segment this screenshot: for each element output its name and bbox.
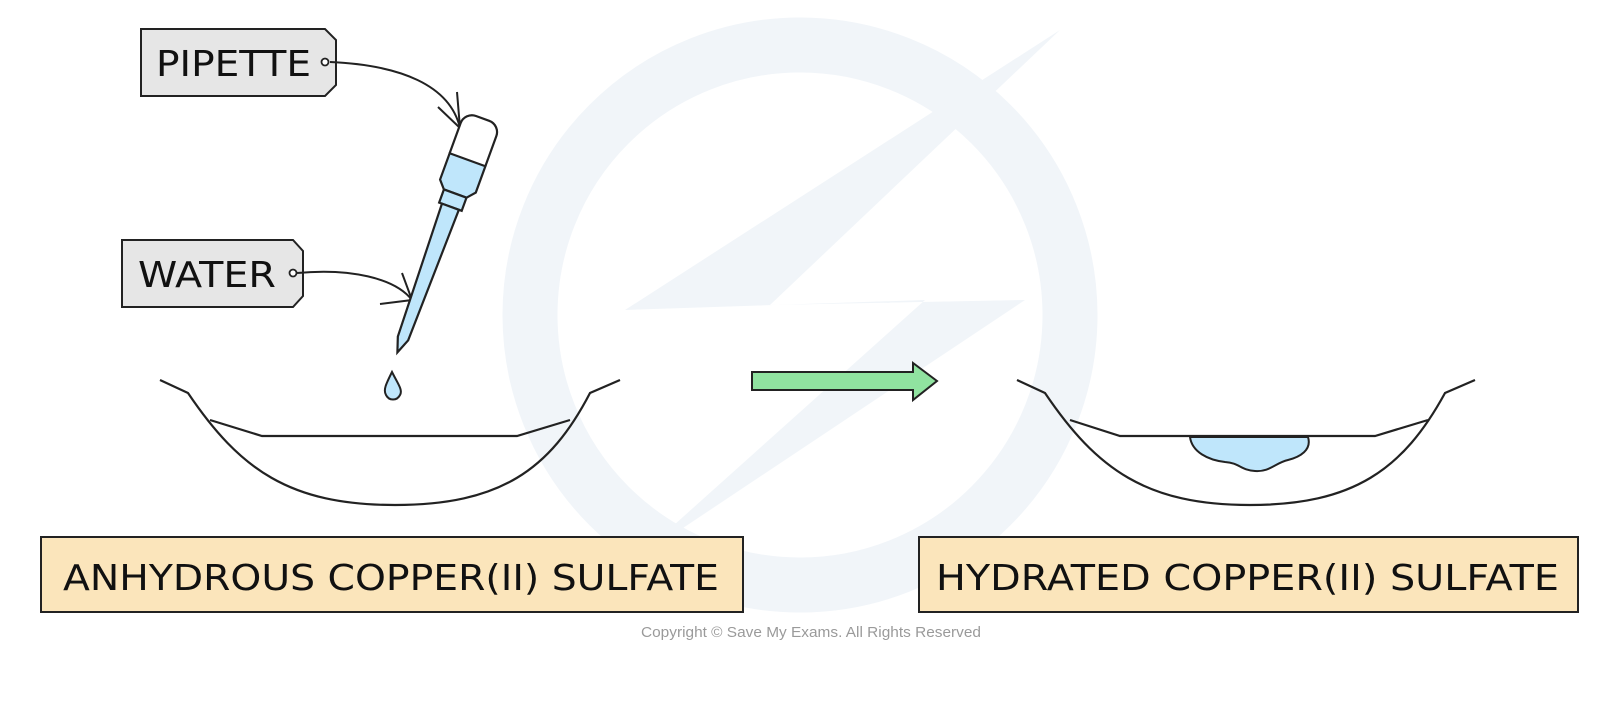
left-caption-box: ANHYDROUS COPPER(II) SULFATE	[40, 536, 744, 613]
right-evaporating-dish	[1016, 378, 1476, 507]
right-caption: HYDRATED COPPER(II) SULFATE	[936, 558, 1559, 599]
water-puddle	[1188, 436, 1310, 473]
pipette-pointer-arrow	[329, 61, 462, 131]
left-caption: ANHYDROUS COPPER(II) SULFATE	[63, 558, 719, 599]
reaction-arrow-icon	[751, 361, 939, 403]
pipette-label: PIPETTE	[156, 44, 311, 85]
watermark-logo-icon	[502, 17, 1098, 613]
copyright-text: Copyright © Save My Exams. All Rights Re…	[641, 624, 981, 641]
pipette	[396, 114, 499, 356]
water-droplet	[383, 369, 402, 401]
water-label-tag: WATER	[121, 239, 304, 308]
right-caption-box: HYDRATED COPPER(II) SULFATE	[918, 536, 1579, 613]
water-label: WATER	[138, 255, 276, 296]
left-evaporating-dish	[159, 378, 621, 507]
water-pointer-arrow	[296, 270, 414, 305]
pipette-label-tag: PIPETTE	[140, 28, 337, 97]
